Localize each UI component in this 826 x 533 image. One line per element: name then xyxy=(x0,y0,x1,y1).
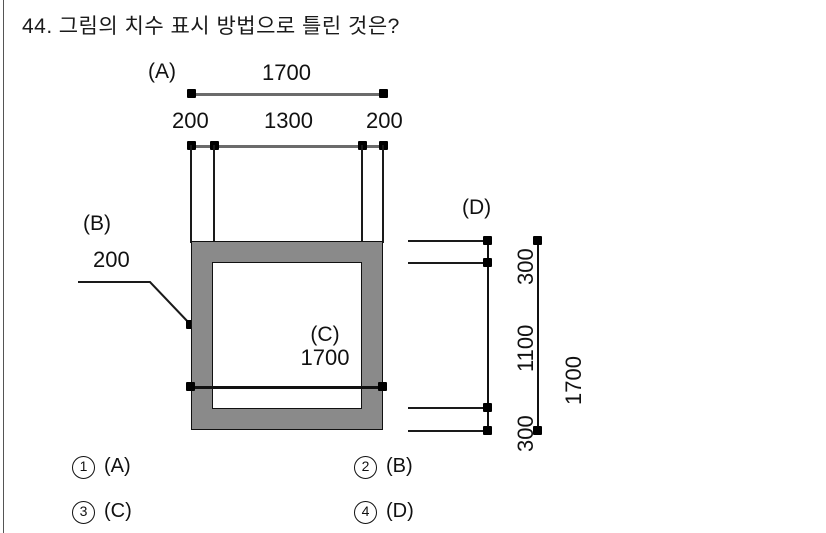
choice-2[interactable]: 2 (B) xyxy=(354,455,413,479)
choice-2-marker: 2 xyxy=(354,456,377,479)
top-overall-dimension-line xyxy=(191,93,383,96)
top-middle-segment-text: 1300 xyxy=(264,108,313,133)
center-dimension-label: (C) 1700 xyxy=(265,323,385,371)
tag-c-label: (C) xyxy=(310,323,340,346)
choice-1[interactable]: 1 (A) xyxy=(72,455,131,479)
top-overall-dimension-text: 1700 xyxy=(262,60,311,85)
choice-4[interactable]: 4 (D) xyxy=(354,500,414,524)
choice-2-label: (B) xyxy=(386,455,413,477)
dimension-dot-top-overall-right xyxy=(379,89,388,98)
right-chain-dot-1 xyxy=(483,236,492,245)
choice-4-label: (D) xyxy=(386,500,414,522)
tag-b-label: (B) xyxy=(83,212,111,235)
choice-3-marker: 3 xyxy=(72,501,95,524)
top-chain-dimension-line xyxy=(191,145,383,148)
top-right-segment-text: 200 xyxy=(366,108,403,133)
center-dimension-line xyxy=(191,386,383,389)
question-number: 44. xyxy=(22,15,53,38)
page-left-border-rule xyxy=(3,0,4,533)
choice-3-label: (C) xyxy=(104,500,132,522)
right-chain-dot-3 xyxy=(483,403,492,412)
extension-line-top-1 xyxy=(190,145,192,243)
choice-4-marker: 4 xyxy=(354,501,377,524)
right-chain-dot-4 xyxy=(483,426,492,435)
center-dimension-dot-left xyxy=(186,382,195,391)
right-overall-dot-bottom xyxy=(533,426,542,435)
extension-line-right-2 xyxy=(408,262,490,264)
plan-outer-wall xyxy=(191,241,383,430)
extension-line-top-2 xyxy=(213,145,215,243)
right-overall-dimension-text: 1700 xyxy=(561,356,586,405)
right-overall-dimension-line xyxy=(537,240,539,433)
right-top-segment-text: 300 xyxy=(513,248,538,285)
tag-a-label: (A) xyxy=(148,60,176,83)
top-left-segment-text: 200 xyxy=(172,108,209,133)
plan-inner-room xyxy=(212,262,362,409)
right-middle-segment-text: 1100 xyxy=(513,324,538,372)
question-stem: 44.그림의 치수 표시 방법으로 틀린 것은? xyxy=(22,10,400,40)
center-dimension-dot-right xyxy=(378,382,387,391)
choice-3[interactable]: 3 (C) xyxy=(72,500,132,524)
dimension-dot-top-overall-left xyxy=(187,89,196,98)
choice-1-marker: 1 xyxy=(72,456,95,479)
center-dimension-value-text: 1700 xyxy=(300,345,350,371)
extension-line-top-4 xyxy=(382,145,384,243)
right-overall-dot-top xyxy=(533,236,542,245)
right-chain-dimension-line xyxy=(487,240,489,433)
extension-line-top-3 xyxy=(361,145,363,243)
extension-line-right-3 xyxy=(408,407,490,409)
extension-line-right-4 xyxy=(408,430,490,432)
choice-1-label: (A) xyxy=(104,455,131,477)
right-chain-dot-2 xyxy=(483,258,492,267)
extension-line-right-1 xyxy=(408,240,490,242)
left-callout-value-text: 200 xyxy=(93,247,130,272)
tag-d-label: (D) xyxy=(462,196,492,219)
question-text: 그림의 치수 표시 방법으로 틀린 것은? xyxy=(58,15,400,38)
leader-b-dot-outer xyxy=(186,320,195,329)
right-bottom-segment-text: 300 xyxy=(513,415,538,452)
